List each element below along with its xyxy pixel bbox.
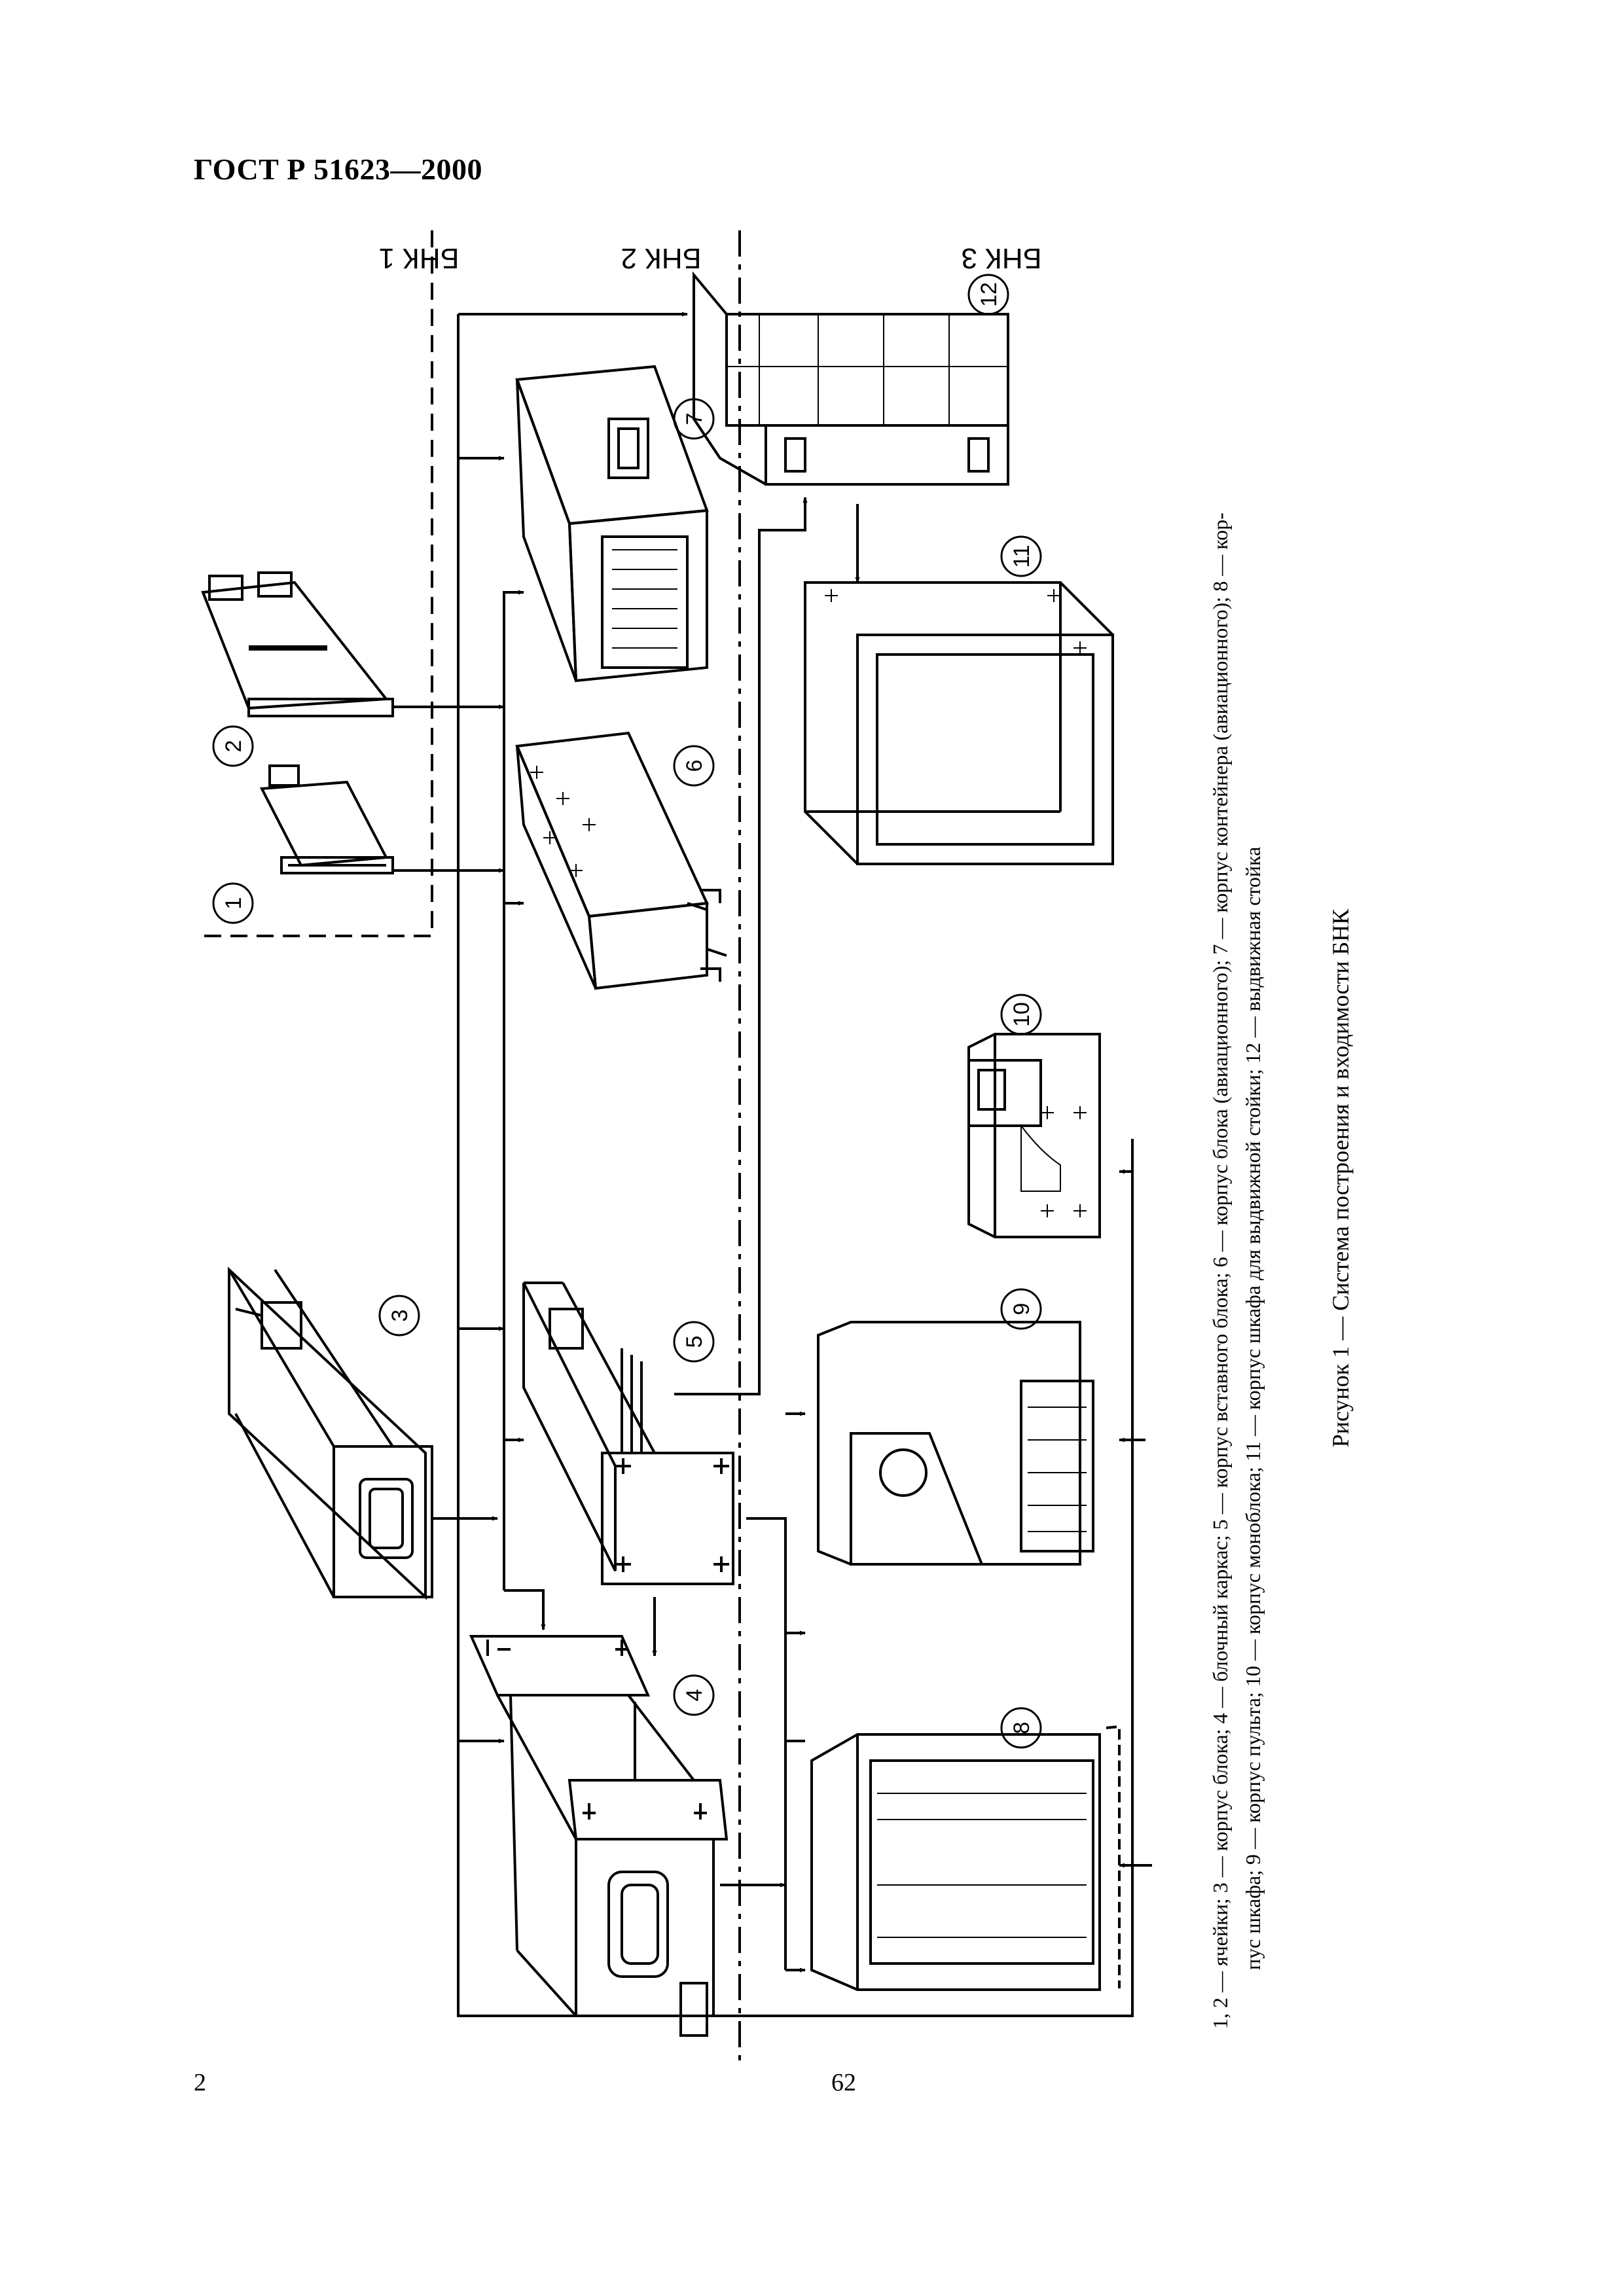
item-5-plug-in-block — [522, 1282, 734, 1585]
zone-label-bnk1: БНК 1 — [379, 242, 460, 274]
item-number-12: 12 — [977, 282, 1001, 307]
figure-caption: Рисунок 1 — Система построения и входимо… — [1327, 908, 1354, 1448]
item-6-aviation-block — [515, 731, 727, 990]
item-number-3: 3 — [387, 1310, 412, 1322]
legend-line-1: 1, 2 — ячейки; 3 — корпус блока; 4 — бло… — [1208, 512, 1232, 2029]
item-number-8: 8 — [1009, 1722, 1034, 1734]
standard-header: ГОСТ Р 51623—2000 — [194, 152, 482, 186]
item-number-9: 9 — [1009, 1303, 1034, 1316]
item-2-cell — [201, 571, 394, 717]
item-number-6: 6 — [682, 760, 707, 772]
page-number-center: 62 — [831, 2069, 856, 2096]
item-11-rack-cabinet — [804, 581, 1114, 865]
item-number-10: 10 — [1009, 1002, 1034, 1027]
item-number-4: 4 — [682, 1689, 707, 1702]
legend-line-2: пус шкафа; 9 — корпус пульта; 10 — корпу… — [1241, 847, 1265, 1970]
item-12-pull-out-rack — [693, 271, 1009, 486]
page-number-left: 2 — [194, 2069, 206, 2096]
item-3-block-housing — [228, 1266, 433, 1600]
bnk1-boundary — [196, 230, 433, 937]
item-number-11: 11 — [1009, 545, 1034, 567]
item-number-1: 1 — [221, 897, 246, 910]
item-1-cell — [259, 764, 394, 874]
item-4-block-frame — [469, 1635, 729, 2037]
item-10-monoblock — [967, 1033, 1101, 1238]
zone-label-bnk2: БНК 2 — [621, 242, 702, 274]
item-number-7: 7 — [682, 413, 707, 425]
item-7-aviation-container — [515, 365, 709, 683]
item-9-console-housing — [817, 1321, 1094, 1566]
main-bus-line — [457, 314, 1134, 2017]
item-8-cabinet-housing — [810, 1725, 1121, 1991]
zone-label-bnk3: БНК 3 — [962, 242, 1042, 274]
item-number-5: 5 — [682, 1336, 707, 1348]
item-number-2: 2 — [221, 740, 246, 753]
